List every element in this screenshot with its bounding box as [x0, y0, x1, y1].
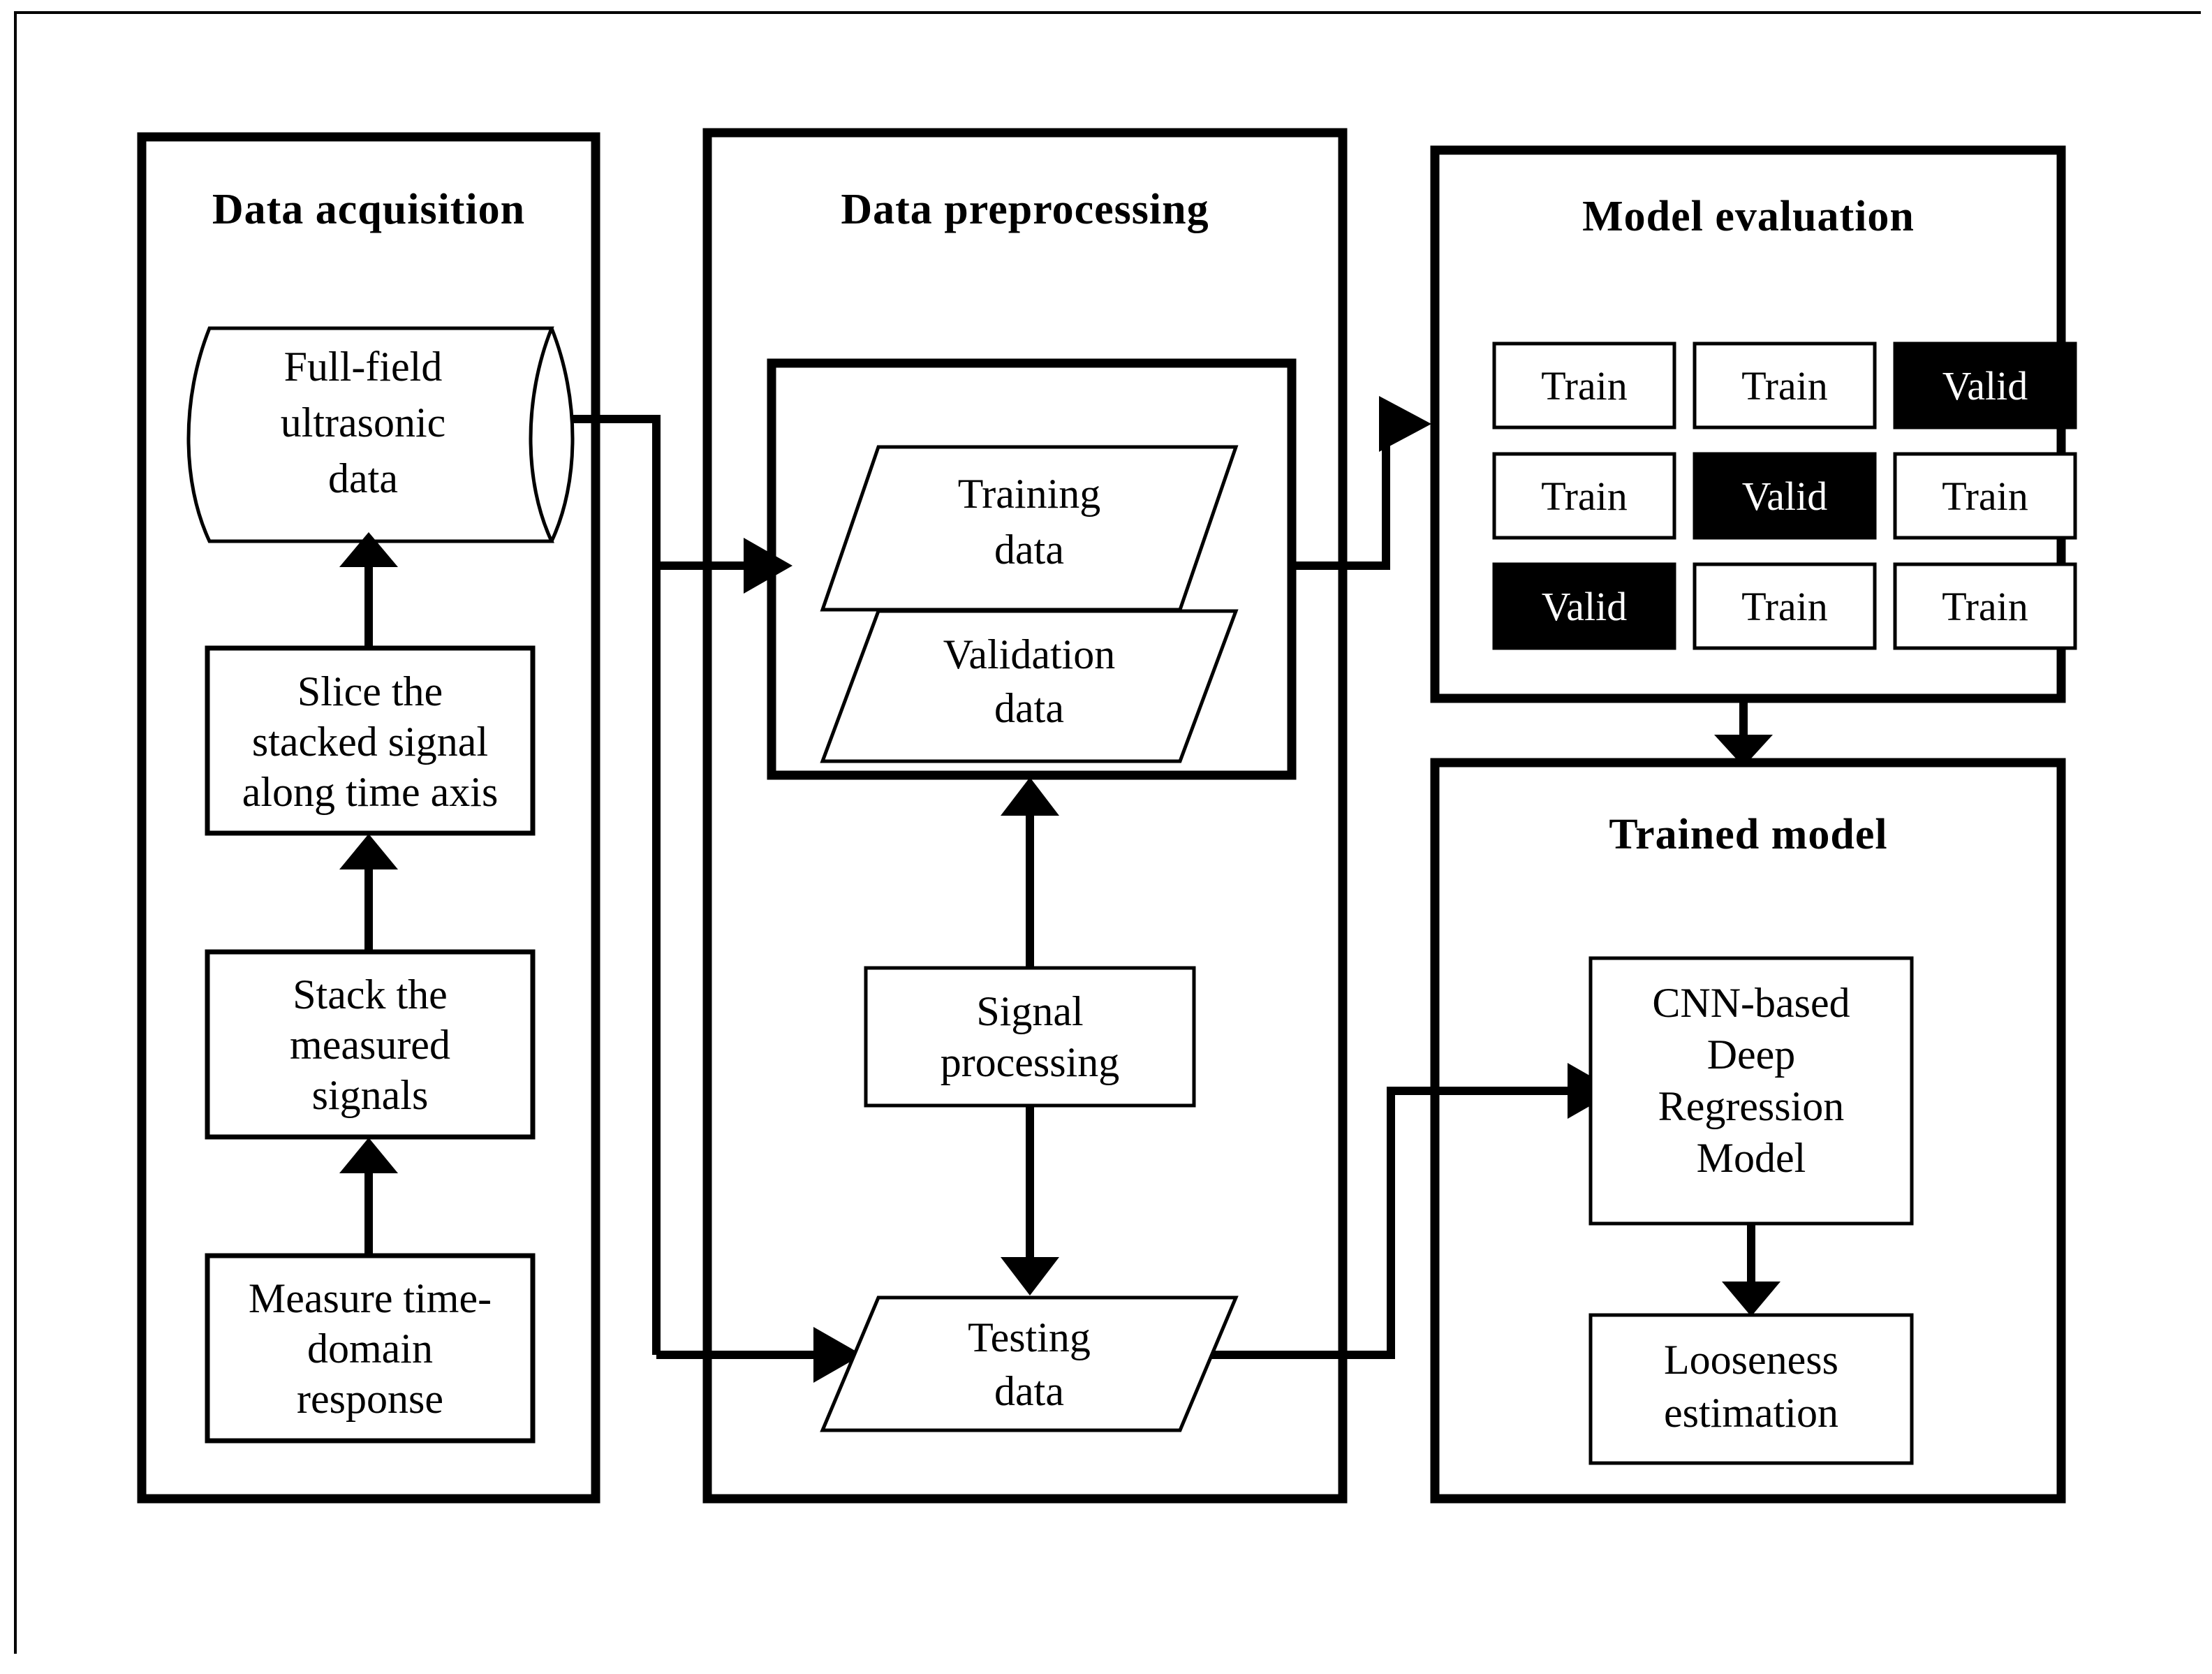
panel-title-data-preprocessing: Data preprocessing: [841, 186, 1209, 233]
measure-line-3: response: [297, 1376, 443, 1422]
arrowhead-signal-to-group: [1001, 777, 1059, 816]
eval-cell-r2c2-box[interactable]: [1893, 562, 2077, 650]
slice-line-1: Slice the: [297, 668, 443, 714]
measure-line-1: Measure time-: [249, 1275, 492, 1321]
validation-line-1: Validation: [943, 631, 1116, 677]
cnn-line-2: Deep: [1707, 1031, 1796, 1078]
arrowhead-eval-to-trained: [1714, 735, 1773, 767]
eval-cell-r1c2-box[interactable]: [1893, 452, 2077, 540]
panel-data-preprocessing: [702, 128, 1348, 1504]
stack-line-2: measured: [290, 1022, 450, 1068]
measure-line-2: domain: [307, 1326, 433, 1372]
outer-frame: [14, 11, 2201, 1654]
cnn-line-3: Regression: [1658, 1083, 1845, 1129]
connector-fullfield-trunk: [559, 415, 661, 1355]
eval-cell-r2c1-label: Train: [1741, 584, 1828, 629]
eval-cell-r0c2-label: Valid: [1942, 363, 2028, 409]
eval-cell-r1c1-box[interactable]: [1693, 452, 1877, 540]
panel-data-acquisition: [137, 132, 600, 1504]
node-looseness-estimation: Looseness estimation: [1588, 1313, 1914, 1465]
eval-cell-r0c1-box[interactable]: [1693, 342, 1877, 429]
eval-cell-r2c2-label: Train: [1942, 584, 2028, 629]
group-train-validation: [767, 358, 1297, 780]
arrowhead-cnn-to-looseness: [1722, 1282, 1780, 1316]
connector-preproc-to-eval: [1296, 424, 1390, 570]
looseness-line-2: estimation: [1664, 1390, 1838, 1436]
arrowhead-measure-to-stack: [339, 1138, 398, 1173]
testing-line-1: Testing: [968, 1314, 1091, 1360]
cnn-line-1: CNN-based: [1652, 980, 1850, 1026]
eval-cell-r0c0-label: Train: [1541, 363, 1628, 409]
stack-line-1: Stack the: [293, 971, 448, 1018]
eval-cell-r0c0-box[interactable]: [1492, 342, 1676, 429]
signal-line-2: processing: [941, 1039, 1120, 1085]
node-measure-time-domain-response: Measure time- domain response: [205, 1253, 536, 1444]
arrowhead-to-testing: [813, 1327, 862, 1383]
node-full-field-ultrasonic-data: Full-field ultrasonic data: [186, 326, 575, 543]
validation-line-2: data: [994, 685, 1064, 731]
slice-line-3: along time axis: [242, 769, 499, 815]
panel-title-trained-model: Trained model: [1609, 811, 1887, 858]
eval-cell-r0c1-label: Train: [1741, 363, 1828, 409]
stack-line-3: signals: [312, 1072, 429, 1118]
eval-cell-r1c1-label: Valid: [1742, 473, 1827, 519]
full-field-line-1: Full-field: [284, 344, 443, 390]
node-cnn-deep-regression-model: CNN-based Deep Regression Model: [1588, 956, 1914, 1226]
panel-title-model-evaluation: Model evaluation: [1582, 193, 1915, 240]
node-testing-data: Testing data: [820, 1295, 1239, 1432]
eval-grid-row: Train Train Valid: [1492, 342, 2077, 429]
eval-grid-row: Valid Train Train: [1492, 562, 2077, 650]
arrowhead-to-eval: [1379, 396, 1431, 452]
training-line-1: Training: [958, 471, 1101, 517]
arrowhead-signal-to-testing: [1001, 1257, 1059, 1295]
slice-line-2: stacked signal: [252, 719, 488, 765]
eval-grid-row: Train Valid Train: [1492, 452, 2077, 540]
testing-line-2: data: [994, 1368, 1064, 1414]
eval-cell-r2c0-box[interactable]: [1492, 562, 1676, 650]
connector-testing-to-cnn: [1208, 1087, 1575, 1359]
full-field-line-3: data: [328, 455, 398, 501]
eval-cell-r2c1-box[interactable]: [1693, 562, 1877, 650]
eval-cell-r1c0-label: Train: [1541, 473, 1628, 519]
eval-cell-r2c0-label: Valid: [1542, 584, 1627, 629]
node-training-data: Training data: [820, 445, 1239, 612]
eval-cell-r1c2-label: Train: [1942, 473, 2028, 519]
node-stack-measured-signals: Stack the measured signals: [205, 949, 536, 1140]
node-signal-processing: Signal processing: [864, 966, 1196, 1108]
panel-title-data-acquisition: Data acquisition: [212, 186, 525, 233]
looseness-line-1: Looseness: [1664, 1337, 1838, 1383]
signal-line-1: Signal: [976, 988, 1083, 1034]
training-line-2: data: [994, 527, 1064, 573]
arrowhead-slice-to-fullfield: [339, 532, 398, 567]
eval-cell-r1c0-box[interactable]: [1492, 452, 1676, 540]
node-validation-data: Validation data: [820, 609, 1239, 763]
eval-cell-r0c2-box[interactable]: [1893, 342, 2077, 429]
cnn-line-4: Model: [1697, 1135, 1806, 1181]
node-slice-stacked-signal: Slice the stacked signal along time axis: [205, 645, 536, 836]
panel-trained-model: [1430, 758, 2066, 1504]
full-field-line-2: ultrasonic: [281, 399, 446, 446]
arrowhead-stack-to-slice: [339, 834, 398, 869]
